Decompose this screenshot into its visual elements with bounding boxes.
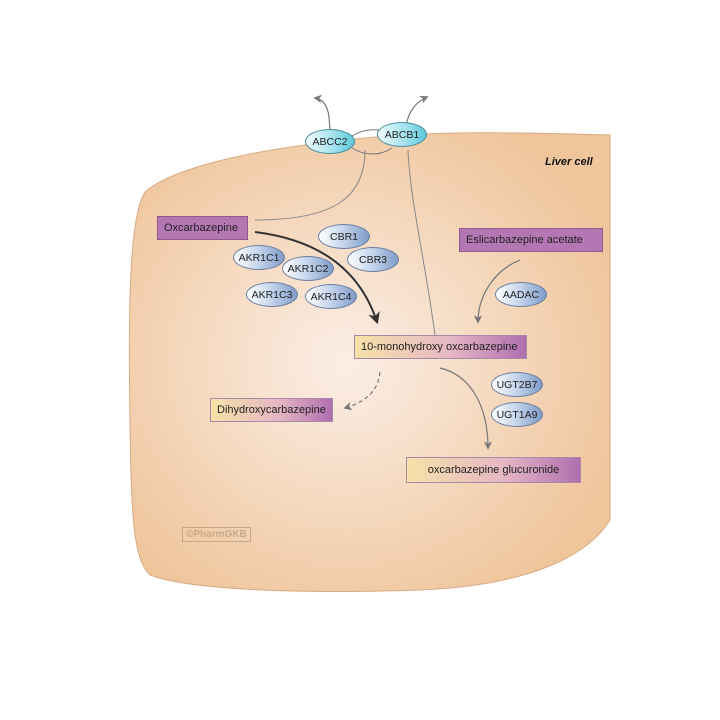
mhd-abcb1-line [407,149,436,336]
akr1c2-label: AKR1C2 [287,262,329,275]
mhd-to-glucuronide-arrow [439,367,493,450]
mhd-box: 10-monohydroxy oxcarbazepine [354,335,527,359]
akr1c1-enzyme: AKR1C1 [233,245,285,270]
eslicarbazepine-label: Eslicarbazepine acetate [466,234,583,246]
akr1c1-label: AKR1C1 [238,251,280,264]
glucuronide-box: oxcarbazepine glucuronide [406,457,581,483]
transporter-link [351,147,393,155]
ugt1a9-label: UGT1A9 [496,408,538,421]
dihydroxy-box: Dihydroxycarbazepine [210,398,333,422]
ugt2b7-label: UGT2B7 [496,378,538,391]
abcc2-label: ABCC2 [312,135,348,148]
cbr1-label: CBR1 [329,230,358,243]
dihydroxy-label: Dihydroxycarbazepine [217,404,326,416]
cbr3-enzyme: CBR3 [347,247,399,272]
oxcarbazepine-box: Oxcarbazepine [157,216,248,240]
akr1c3-enzyme: AKR1C3 [246,282,298,307]
eslicarbazepine-box: Eslicarbazepine acetate [459,228,603,252]
cbr1-enzyme: CBR1 [318,224,370,249]
abcb1-transporter: ABCB1 [377,122,427,147]
akr1c2-enzyme: AKR1C2 [282,256,334,281]
oxcarbazepine-abcc2-line [254,149,366,221]
oxcarbazepine-to-mhd-arrow [254,231,380,325]
glucuronide-label: oxcarbazepine glucuronide [427,464,560,476]
cell-label: Liver cell [545,156,593,168]
ugt1a9-enzyme: UGT1A9 [491,402,543,427]
akr1c3-label: AKR1C3 [251,288,293,301]
cbr3-label: CBR3 [358,253,387,266]
akr1c4-enzyme: AKR1C4 [305,284,357,309]
akr1c4-label: AKR1C4 [310,290,352,303]
abcc2-transporter: ABCC2 [305,129,355,154]
pharmgkb-watermark: ©PharmGKB [182,527,251,542]
ugt2b7-enzyme: UGT2B7 [491,372,543,397]
aadac-label: AADAC [502,288,540,301]
aadac-enzyme: AADAC [495,282,547,307]
abcb1-label: ABCB1 [384,128,420,141]
eslicarbazepine-to-mhd-arrow [473,259,521,324]
oxcarbazepine-label: Oxcarbazepine [164,222,238,234]
mhd-label: 10-monohydroxy oxcarbazepine [361,341,518,353]
liver-cell [128,132,611,592]
